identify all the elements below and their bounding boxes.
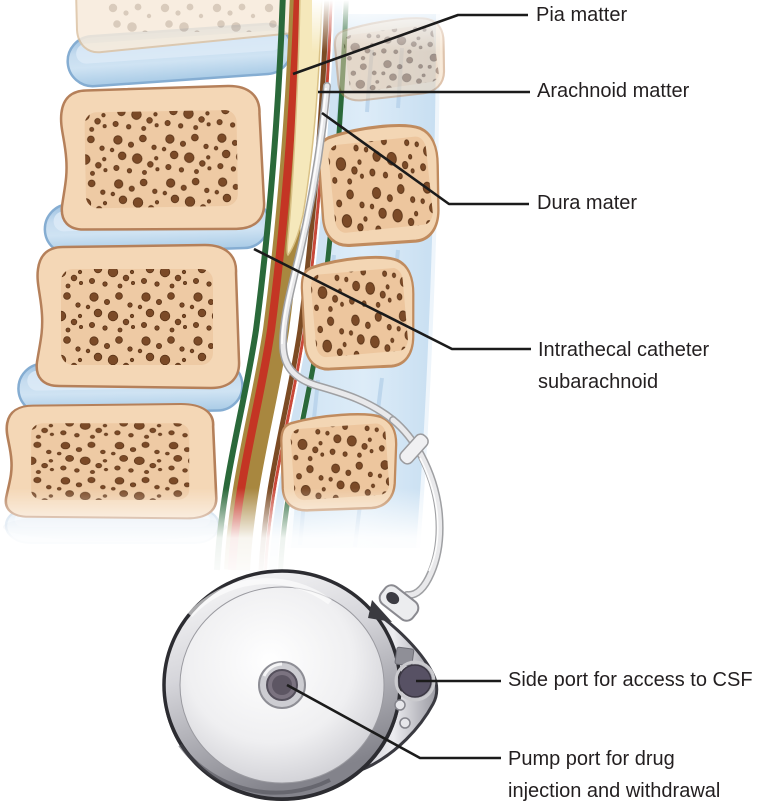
spinal-canal bbox=[217, 0, 347, 570]
intrathecal-catheter bbox=[278, 82, 397, 424]
screw-hole-2 bbox=[399, 717, 411, 729]
label-pump-port-line1: Pump port for drug bbox=[508, 748, 675, 770]
leader-pia-matter bbox=[292, 13, 528, 76]
leader-intrathecal-catheter bbox=[253, 247, 531, 351]
label-intrathecal-catheter: Intrathecal catheter subarachnoid bbox=[538, 334, 709, 398]
screw-hole-1 bbox=[394, 699, 406, 711]
pump-housing-details bbox=[394, 646, 436, 729]
label-pump-port: Pump port for drug injection and withdra… bbox=[508, 743, 720, 807]
vertebra-body-2 bbox=[35, 243, 241, 390]
bottom-fade bbox=[0, 488, 462, 588]
label-side-port: Side port for access to CSF bbox=[508, 669, 753, 691]
catheter-fitting bbox=[378, 584, 420, 622]
spinous-process-2 bbox=[312, 119, 448, 253]
drug-pump bbox=[162, 569, 439, 801]
label-intrathecal-line2: subarachnoid bbox=[538, 371, 659, 393]
spine-section bbox=[3, 0, 462, 570]
leader-pump-port bbox=[286, 683, 501, 760]
catheter-connector bbox=[399, 433, 429, 465]
label-pia-matter: Pia matter bbox=[536, 4, 628, 26]
spinous-process-3 bbox=[296, 252, 422, 375]
pump-highlight bbox=[187, 578, 332, 618]
top-fade bbox=[312, 0, 462, 52]
label-intrathecal-line1: Intrathecal catheter bbox=[538, 339, 710, 361]
pump-port bbox=[258, 661, 306, 709]
spinal-cord bbox=[286, 0, 323, 257]
label-pump-port-line2: injection and withdrawal bbox=[508, 780, 721, 802]
vertebra-body-top-faded bbox=[75, 0, 312, 54]
pump-lower-shade bbox=[178, 743, 331, 795]
label-arachnoid-matter: Arachnoid matter bbox=[537, 80, 690, 102]
leader-lines bbox=[253, 13, 531, 760]
vertebra-body-1 bbox=[58, 84, 266, 234]
leader-dura-mater bbox=[321, 111, 529, 206]
external-catheter bbox=[389, 416, 444, 600]
label-dura-mater: Dura mater bbox=[537, 192, 638, 214]
fitting-shadow bbox=[368, 600, 392, 622]
